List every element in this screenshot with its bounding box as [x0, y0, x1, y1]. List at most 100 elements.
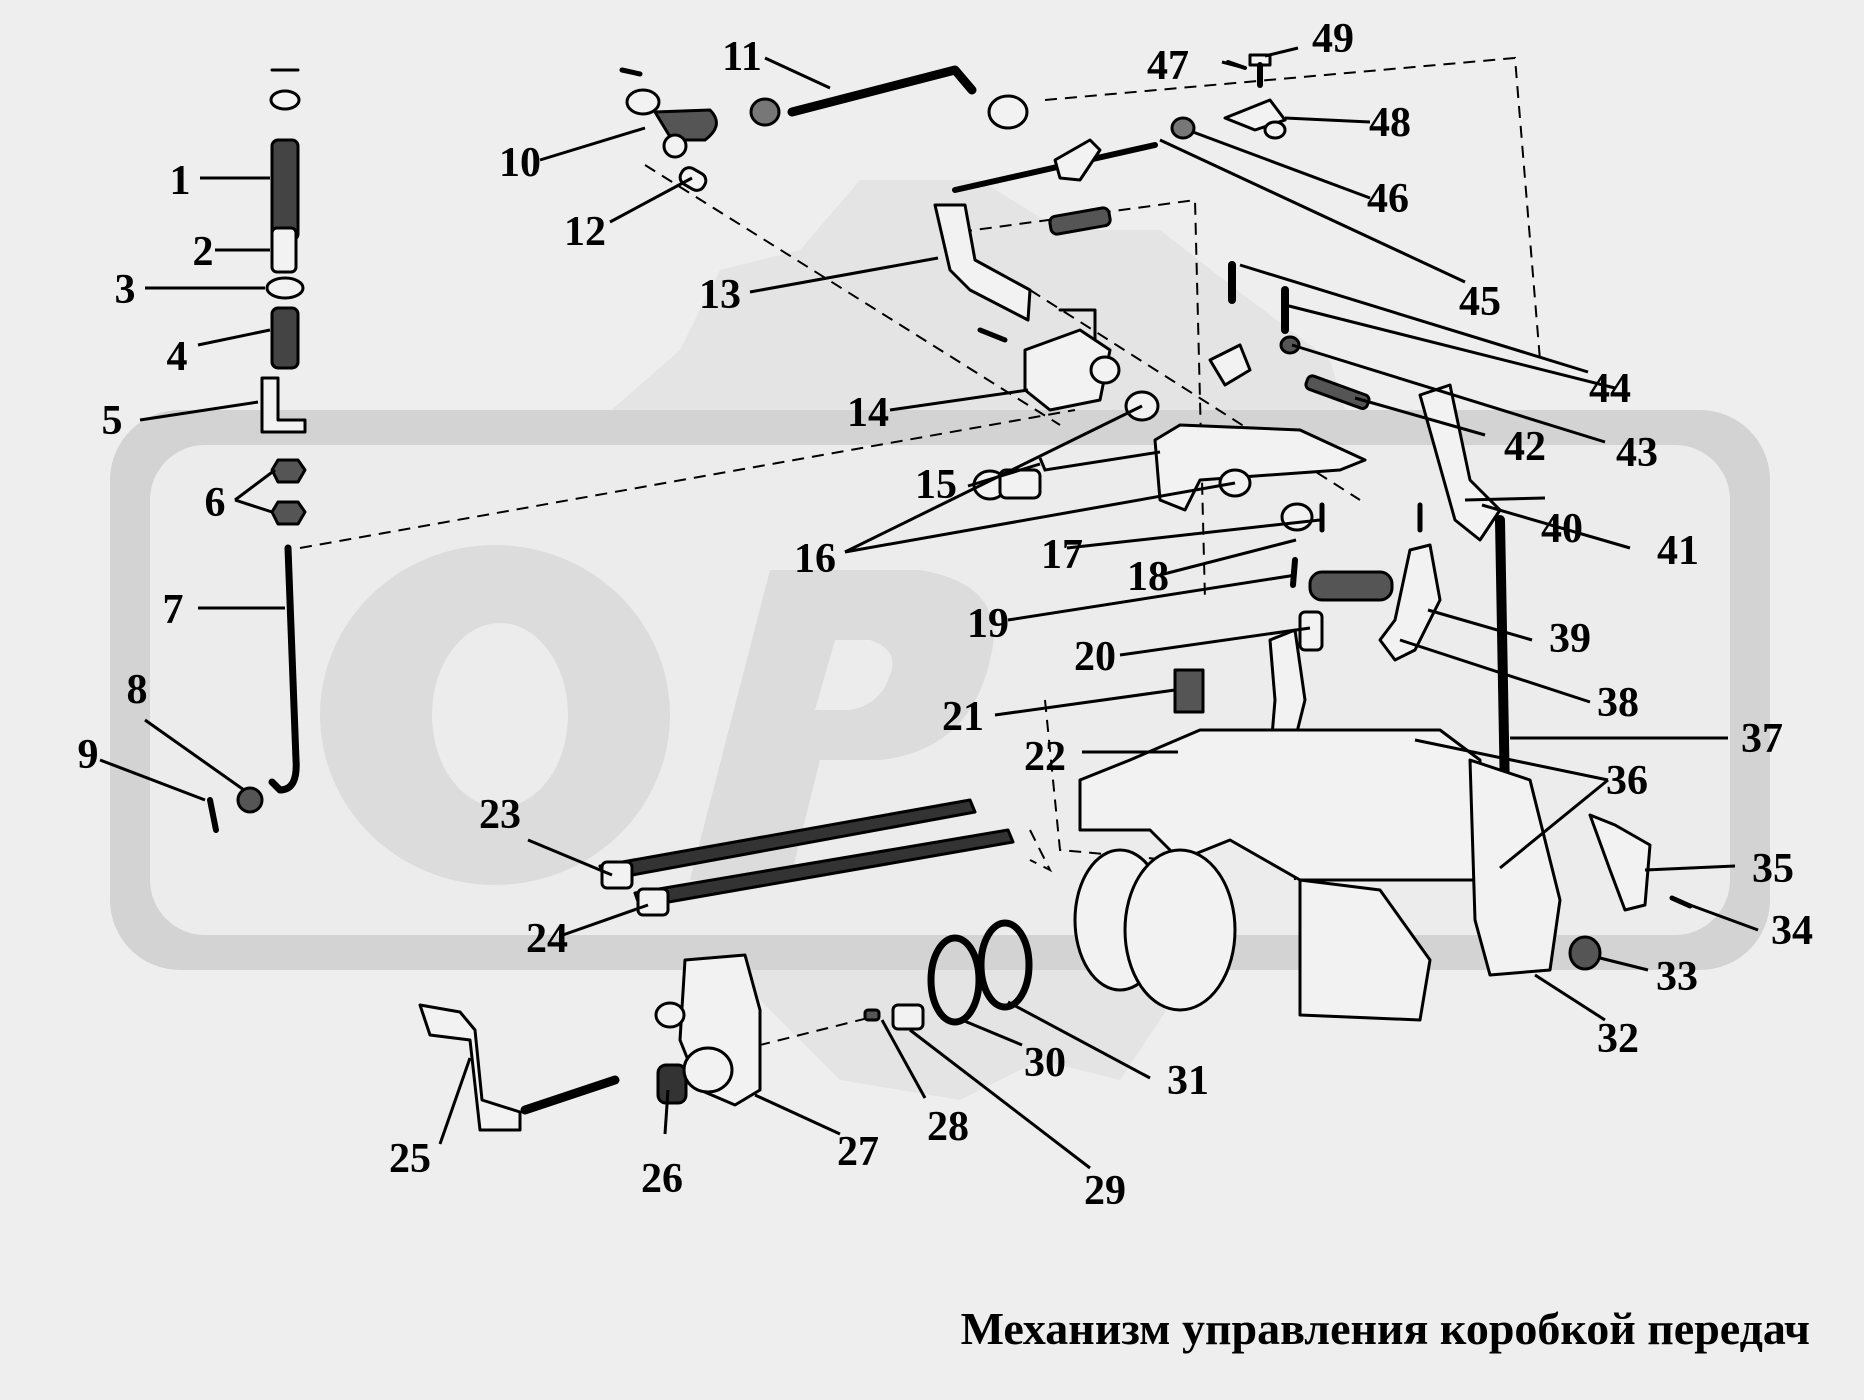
callout-24: 24: [526, 916, 568, 962]
callout-26: 26: [641, 1156, 683, 1202]
part-27-pin: [654, 1001, 686, 1029]
callout-36: 36: [1606, 758, 1648, 804]
part-41-spring: [1304, 374, 1371, 410]
part-39-fork: [1378, 543, 1442, 662]
callout-40: 40: [1541, 506, 1583, 552]
callout-2: 2: [193, 229, 214, 275]
callout-25: 25: [389, 1136, 431, 1182]
callout-21: 21: [942, 694, 984, 740]
callout-11: 11: [722, 34, 762, 80]
part-6-nut-a: [270, 458, 307, 484]
callout-18: 18: [1127, 554, 1169, 600]
callout-8: 8: [127, 667, 148, 713]
part-nut-11a: [749, 97, 781, 127]
callout-22: 22: [1024, 734, 1066, 780]
part-washer-11b: [987, 94, 1029, 130]
part-31-ring: [977, 919, 1033, 1011]
part-7-rod: [268, 544, 300, 794]
callout-31: 31: [1167, 1058, 1209, 1104]
callout-29: 29: [1084, 1168, 1126, 1214]
part-8-washer: [236, 786, 264, 814]
part-32-cover: [1468, 758, 1562, 977]
parts: [207, 53, 1693, 1132]
part-37-rod: [1495, 515, 1510, 800]
leader-lines: [99, 46, 1759, 1170]
callout-43: 43: [1616, 430, 1658, 476]
part-33-plug: [1568, 935, 1602, 971]
callout-7: 7: [163, 587, 184, 633]
callout-49: 49: [1312, 16, 1354, 62]
callout-23: 23: [479, 792, 521, 838]
part-25-bracket: [418, 1003, 522, 1132]
callout-1: 1: [170, 158, 191, 204]
callout-28: 28: [927, 1104, 969, 1150]
part-6-nut-b: [270, 500, 307, 526]
callout-46: 46: [1367, 176, 1409, 222]
part-9-pin: [207, 797, 219, 833]
part-46-shaft: [952, 142, 1158, 193]
part-26-spring: [656, 1063, 688, 1105]
callout-4: 4: [167, 334, 188, 380]
part-48-clamp: [1223, 98, 1287, 140]
callout-32: 32: [1597, 1016, 1639, 1062]
part-46-bracket: [1053, 138, 1102, 182]
watermark-letter-p-hole: [815, 640, 893, 710]
callout-48: 48: [1369, 100, 1411, 146]
part-20-lever: [1298, 610, 1324, 652]
part-11-rod: [787, 65, 977, 117]
callout-27: 27: [837, 1129, 879, 1175]
callout-16: 16: [794, 536, 836, 582]
callout-38: 38: [1597, 680, 1639, 726]
callout-45: 45: [1459, 279, 1501, 325]
part-17-gate: [1153, 423, 1367, 512]
part-35-lever: [1588, 813, 1652, 912]
callout-19: 19: [967, 601, 1009, 647]
part-38-roller: [1308, 570, 1394, 602]
watermark-letter-p: [690, 570, 994, 880]
part-13-lever: [933, 203, 1032, 322]
callout-41: 41: [1657, 528, 1699, 574]
callout-42: 42: [1504, 424, 1546, 470]
part-42-nut: [1279, 335, 1301, 355]
part-25-stud: [520, 1075, 620, 1115]
part-45-spring: [1048, 206, 1112, 236]
part-1-spring: [270, 138, 300, 242]
part-bolt-small-top: [619, 67, 643, 77]
callout-37: 37: [1741, 716, 1783, 762]
callout-10: 10: [499, 140, 541, 186]
part-19-pin: [1290, 557, 1298, 588]
callout-33: 33: [1656, 954, 1698, 1000]
part-24-end: [636, 887, 670, 917]
part-14-lever-block: [977, 308, 1121, 412]
part-23-end: [600, 860, 634, 890]
callout-17: 17: [1041, 532, 1083, 578]
callout-34: 34: [1771, 908, 1813, 954]
callout-39: 39: [1549, 616, 1591, 662]
part-4-spring: [270, 306, 300, 370]
callout-44: 44: [1589, 366, 1631, 412]
part-29-block: [891, 1003, 925, 1031]
watermark-letter-o-hole: [432, 623, 568, 807]
callout-13: 13: [699, 272, 741, 318]
callout-6: 6: [205, 480, 226, 526]
callout-20: 20: [1074, 634, 1116, 680]
callouts: 1 2 3 4 5 6 7 8 9 10 11 12 13 14 15 16 1…: [78, 16, 1814, 1214]
part-18-nut: [1280, 502, 1314, 532]
part-2-bushing: [270, 226, 298, 274]
callout-3: 3: [115, 267, 136, 313]
part-flywheel: [1298, 878, 1432, 1022]
callout-15: 15: [915, 462, 957, 508]
callout-14: 14: [847, 390, 889, 436]
callout-9: 9: [78, 732, 99, 778]
callout-30: 30: [1024, 1040, 1066, 1086]
part-bracket-44: [1208, 343, 1252, 387]
callout-12: 12: [564, 209, 606, 255]
part-bolt-top: [269, 68, 301, 111]
part-21-bolts: [1173, 668, 1205, 714]
part-46-nut: [1170, 116, 1196, 140]
callout-35: 35: [1752, 846, 1794, 892]
part-12-pin: [678, 166, 708, 192]
callout-47: 47: [1147, 43, 1189, 89]
part-housing-bore-b: [1123, 848, 1237, 1012]
